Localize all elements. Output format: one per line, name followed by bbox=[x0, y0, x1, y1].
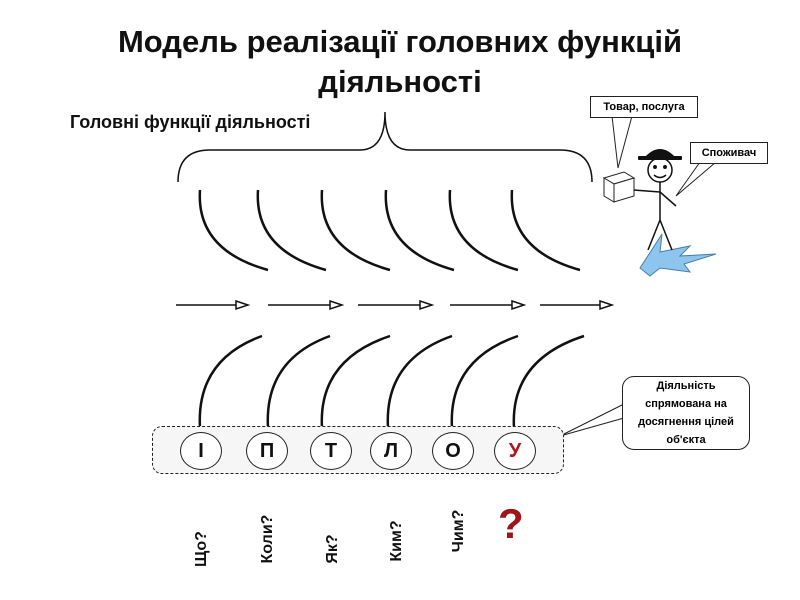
product-pointer bbox=[611, 115, 633, 169]
consumer-callout: Споживач bbox=[690, 142, 768, 164]
activity-pointer bbox=[559, 403, 625, 437]
lower-curves bbox=[198, 334, 585, 429]
functions-heading: Головні функції діяльності bbox=[70, 112, 311, 132]
activity-callout: Діяльність спрямована на досягнення ціле… bbox=[622, 376, 750, 450]
title-line-1: Модель реалізації головних функцій bbox=[117, 24, 683, 59]
lightning-ground-icon bbox=[639, 233, 717, 277]
question-how: Як? bbox=[324, 534, 341, 564]
activity-line-2: спрямована на bbox=[645, 398, 727, 410]
question-what: Що? bbox=[193, 531, 210, 567]
arrow-row bbox=[176, 299, 615, 311]
function-circle-t: Т bbox=[310, 432, 352, 470]
page-title: Модель реалізації головних функцій діяль… bbox=[0, 22, 800, 102]
top-brace bbox=[177, 111, 593, 183]
activity-line-1: Діяльність bbox=[656, 380, 716, 392]
question-unknown: ? bbox=[498, 500, 524, 547]
question-with-what: Чим? bbox=[450, 509, 467, 553]
function-circle-i: І bbox=[180, 432, 222, 470]
consumer-pointer bbox=[675, 161, 717, 197]
activity-line-3: досягнення цілей bbox=[638, 416, 734, 428]
stick-figure-icon bbox=[633, 157, 677, 251]
question-by-whom: Ким? bbox=[388, 520, 405, 562]
upper-curves bbox=[198, 189, 581, 272]
function-circle-u: У bbox=[494, 432, 536, 470]
function-circle-p: П bbox=[246, 432, 288, 470]
question-when: Коли? bbox=[259, 514, 276, 564]
box-icon bbox=[602, 171, 636, 203]
hat-icon bbox=[638, 149, 682, 160]
activity-line-4: об'єкта bbox=[666, 434, 706, 446]
function-circle-o: О bbox=[432, 432, 474, 470]
product-callout: Товар, послуга bbox=[590, 96, 698, 118]
function-circle-l: Л bbox=[370, 432, 412, 470]
title-line-2: діяльності bbox=[318, 64, 482, 99]
